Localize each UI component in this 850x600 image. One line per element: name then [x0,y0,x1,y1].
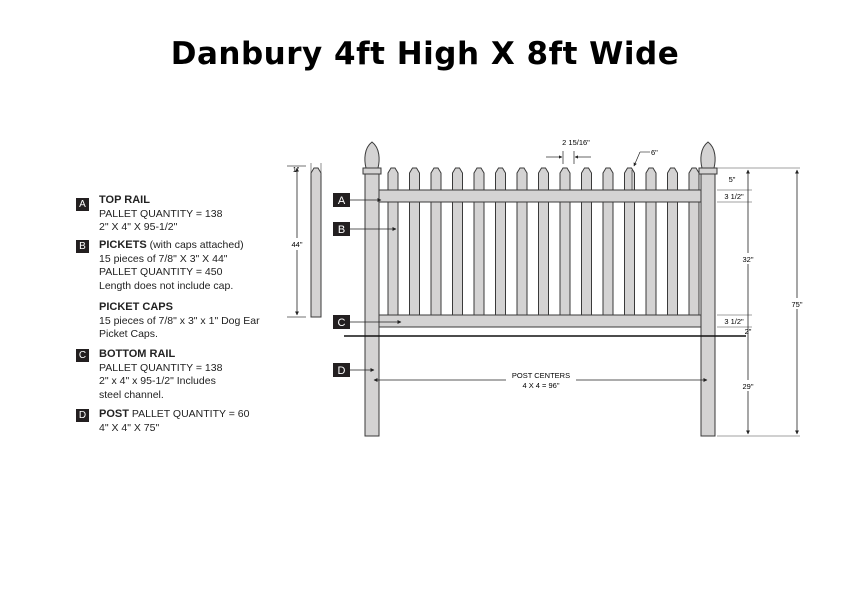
legend-badge-a: A [76,198,89,211]
legend-heading-note: (with caps attached) [146,239,244,251]
legend-line: PALLET QUANTITY = 138 [99,361,223,374]
bottom-rail [376,314,704,328]
legend-line: Length does not include cap. [99,279,234,292]
dim-spacing-label: 2 15/16" [562,138,590,147]
dim-picket-gap: 32" [742,255,753,264]
dim-post-above-rail: 5" [729,175,736,184]
right-dimensions: 5" 3 1/2" 32" 3 1/2" 2" 29" 75" [717,167,807,437]
callout-c: C [333,315,402,329]
legend-heading-pickets: PICKETS [99,239,147,251]
dim-post-centers: POST CENTERS 4 X 4 = 96" [373,369,708,391]
legend-line: 15 pieces of 7/8" X 3" X 44" [99,252,228,265]
legend-badge-c: C [76,349,89,362]
dim-ground-clearance: 29" [742,382,753,391]
legend-line: 4" X 4" X 75" [99,421,160,434]
legend-heading-note: PALLET QUANTITY = 60 [128,408,250,420]
left-post-finial [364,141,380,169]
left-post [362,141,382,437]
left-post-body [364,173,380,437]
legend-line: PALLET QUANTITY = 450 [99,266,223,278]
dim-picket-top-width: 1" [293,167,300,174]
picket-detail: 44" 1" [287,163,322,318]
legend-line: 15 pieces of 7/8" x 3" x 1" Dog Ear [99,314,260,327]
right-post-cap-base [698,167,718,175]
right-post-body [700,173,716,437]
callout-a-label: A [338,195,346,207]
callout-c-label: C [338,317,346,329]
dim-top-rail: 3 1/2" [724,192,744,201]
legend-line: 2" x 4" x 95-1/2" Includes [99,375,216,387]
right-post [698,141,718,437]
dim-below-rail: 2" [745,327,752,336]
callout-b: B [333,222,397,236]
callout-d-label: D [338,365,346,377]
pickets-group [387,167,700,317]
legend-heading-post: POST [99,408,129,420]
left-post-cap-base [362,167,382,175]
legend-line: steel channel. [99,388,164,401]
legend-badge-d: D [76,409,89,422]
dim-picket-length: 44" [291,240,302,249]
dim-cap-above-label: 6" [651,148,658,157]
top-rail [376,189,704,203]
dim-bottom-rail: 3 1/2" [724,317,744,326]
callout-a: A [333,193,382,207]
legend-line: Picket Caps. [99,328,158,340]
dim-spacing: 2 15/16" [546,138,591,164]
legend-heading-bottom-rail: BOTTOM RAIL [99,348,176,360]
dim-post-total: 75" [791,300,802,309]
legend-line: 2" X 4" X 95-1/2" [99,221,178,233]
legend-line: PALLET QUANTITY = 138 [99,207,223,220]
dim-post-centers-label: POST CENTERS [512,371,570,380]
page-title: Danbury 4ft High X 8ft Wide [170,36,680,72]
legend-heading-picket-caps: PICKET CAPS [99,301,173,313]
legend-badge-b: B [76,240,89,253]
detail-picket [310,167,322,318]
callout-d: D [333,363,375,377]
callout-b-label: B [338,224,345,236]
dim-post-centers-value: 4 X 4 = 96" [522,381,559,390]
legend-heading-top-rail: TOP RAIL [99,194,150,206]
dim-cap-above: 6" [631,148,658,190]
right-post-finial [700,141,716,169]
